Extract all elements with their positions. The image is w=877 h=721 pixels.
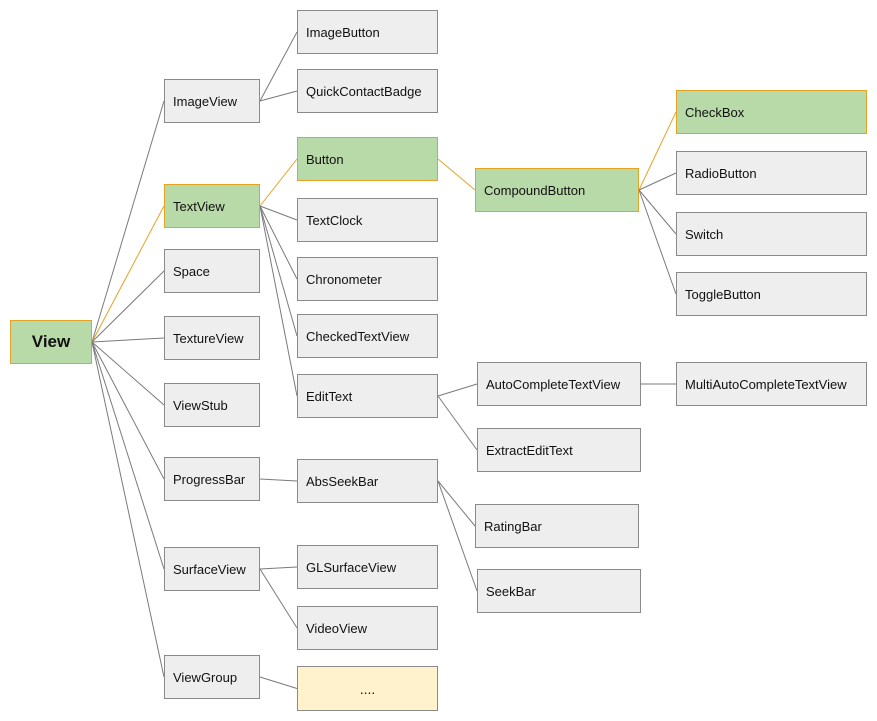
edge-button-compoundbutton	[437, 158, 476, 191]
node-imagebutton: ImageButton	[297, 10, 438, 54]
node-checkedtextview: CheckedTextView	[297, 314, 438, 358]
node-togglebutton: ToggleButton	[676, 272, 867, 316]
node-surfaceview: SurfaceView	[164, 547, 260, 591]
edge-progressbar-abseekbar	[259, 478, 298, 482]
edge-compoundbutton-checkbox	[638, 111, 677, 191]
node-abseekbar: AbsSeekBar	[297, 459, 438, 503]
edge-edittext-autocompletetextview	[437, 383, 478, 397]
edge-view-progressbar	[91, 341, 165, 480]
edge-surfaceview-videoview	[259, 568, 298, 629]
node-glsurfaceview: GLSurfaceView	[297, 545, 438, 589]
edge-compoundbutton-switch	[638, 189, 677, 235]
node-space: Space	[164, 249, 260, 293]
edge-compoundbutton-togglebutton	[638, 189, 677, 295]
node-view: View	[10, 320, 92, 364]
node-viewgroup: ViewGroup	[164, 655, 260, 699]
edge-textview-checkedtextview	[259, 205, 298, 337]
node-textureview: TextureView	[164, 316, 260, 360]
node-autocompletetextview: AutoCompleteTextView	[477, 362, 641, 406]
node-quickcontactbadge: QuickContactBadge	[297, 69, 438, 113]
edge-imageview-quickcontactbadge	[259, 90, 298, 102]
edge-view-textview	[91, 205, 165, 343]
edge-view-surfaceview	[91, 341, 165, 570]
node-radiobutton: RadioButton	[676, 151, 867, 195]
node-chronometer: Chronometer	[297, 257, 438, 301]
node-progressbar: ProgressBar	[164, 457, 260, 501]
edge-viewgroup-more	[259, 676, 298, 689]
edge-textview-textclock	[259, 205, 298, 221]
edge-view-space	[91, 270, 165, 343]
node-checkbox: CheckBox	[676, 90, 867, 134]
node-ratingbar: RatingBar	[475, 504, 639, 548]
edge-compoundbutton-radiobutton	[638, 172, 677, 191]
edge-view-viewstub	[91, 341, 165, 406]
node-seekbar: SeekBar	[477, 569, 641, 613]
edge-abseekbar-seekbar	[437, 480, 478, 592]
edge-surfaceview-glsurfaceview	[259, 566, 298, 570]
node-edittext: EditText	[297, 374, 438, 418]
node-multiautocompletetextview: MultiAutoCompleteTextView	[676, 362, 867, 406]
node-imageview: ImageView	[164, 79, 260, 123]
node-textview: TextView	[164, 184, 260, 228]
edge-abseekbar-ratingbar	[437, 480, 476, 527]
node-button: Button	[297, 137, 438, 181]
edge-textview-button	[259, 158, 298, 207]
node-extractedittext: ExtractEditText	[477, 428, 641, 472]
node-compoundbutton: CompoundButton	[475, 168, 639, 212]
edge-textview-chronometer	[259, 205, 298, 280]
edge-view-viewgroup	[91, 341, 165, 678]
edge-imageview-imagebutton	[259, 31, 298, 102]
edge-textview-edittext	[259, 205, 298, 397]
node-textclock: TextClock	[297, 198, 438, 242]
node-more-placeholder: ....	[297, 666, 438, 711]
edge-view-imageview	[91, 100, 165, 343]
edge-edittext-extractedittext	[437, 395, 478, 451]
node-videoview: VideoView	[297, 606, 438, 650]
node-viewstub: ViewStub	[164, 383, 260, 427]
node-switch: Switch	[676, 212, 867, 256]
edge-view-textureview	[91, 337, 165, 343]
